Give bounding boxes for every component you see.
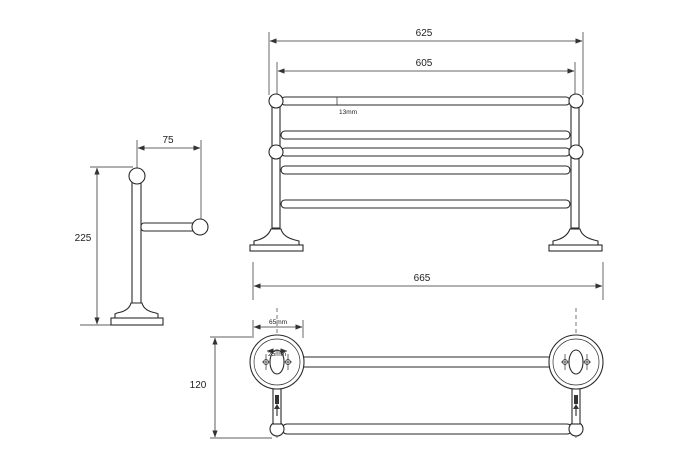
plan-view: 665 120 65mm [190, 262, 604, 439]
side-elevation: 75 225 [75, 135, 209, 326]
side-arm [140, 222, 197, 232]
right-foot [548, 228, 603, 252]
plan-front-rail [281, 423, 573, 435]
side-foot [110, 302, 164, 326]
left-flange [249, 334, 305, 390]
side-arm-ball [191, 218, 209, 236]
left-foot [249, 228, 304, 252]
right-grub-screw [573, 395, 579, 416]
right-post [570, 99, 580, 229]
dim-label-665: 665 [414, 273, 431, 284]
side-post [131, 177, 142, 305]
side-top-ball [128, 167, 146, 185]
plan-back-rail [299, 356, 554, 368]
right-flange [548, 334, 604, 390]
dim-label-13mm: 13mm [339, 109, 357, 116]
left-grub-screw [274, 395, 280, 416]
shelf-bar-2 [280, 147, 571, 157]
dim-label-25mm: 25mm [268, 351, 286, 358]
dim-label-625: 625 [416, 28, 433, 39]
dim-label-225: 225 [75, 233, 92, 244]
front-elevation: 625 605 13mm [249, 28, 603, 252]
dim-label-605: 605 [416, 58, 433, 69]
right-mid-ball [568, 144, 584, 160]
left-mid-ball [268, 144, 284, 160]
right-top-ball [568, 93, 584, 109]
shelf-bar-3 [280, 165, 571, 175]
shelf-bar-4 [280, 199, 571, 209]
dim-label-120: 120 [190, 380, 207, 391]
left-top-ball [268, 93, 284, 109]
left-post [271, 99, 281, 229]
dim-label-75: 75 [162, 135, 174, 146]
shelf-bar-1 [280, 130, 571, 140]
top-bar [280, 96, 571, 106]
dim-label-65mm: 65mm [269, 319, 287, 326]
